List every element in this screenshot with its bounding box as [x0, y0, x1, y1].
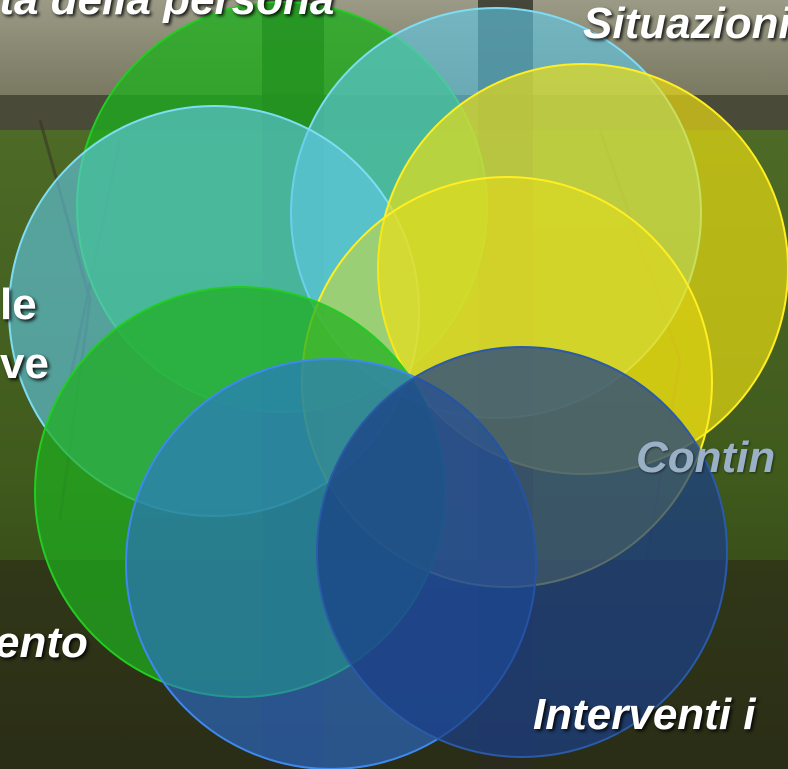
circle-navy-bottom-right	[316, 346, 728, 758]
label-right-mid: Contin	[636, 433, 776, 482]
label-left-line-2: ve	[0, 339, 49, 388]
label-bottom-left: ento	[0, 618, 88, 667]
label-bottom-right: Interventi i	[533, 690, 756, 739]
label-top-left: rita della persona	[0, 0, 334, 22]
label-left-line-1: le	[0, 280, 37, 329]
label-top-right: Situazioni	[583, 0, 788, 48]
